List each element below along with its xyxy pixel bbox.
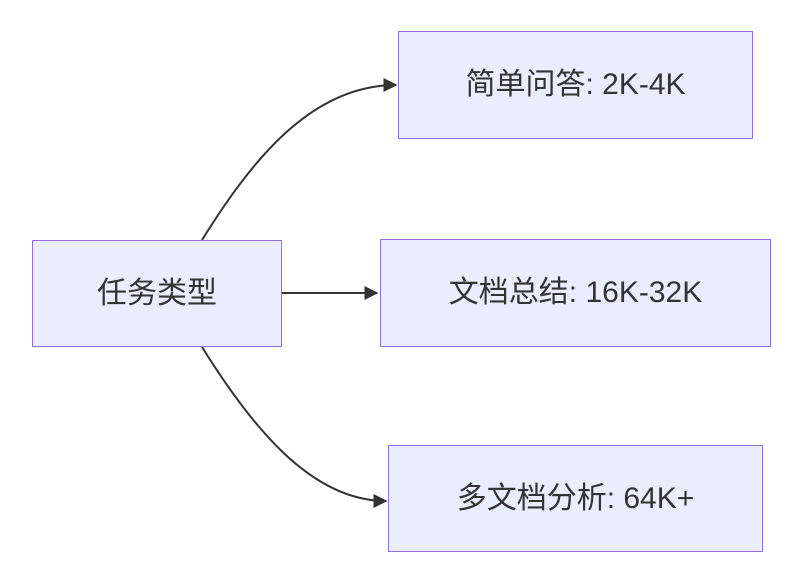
node-multi-doc-analysis-label: 多文档分析: 64K+: [456, 481, 695, 515]
edge-root-to-branch-top: [201, 78, 398, 241]
node-simple-qa-label: 简单问答: 2K-4K: [465, 68, 686, 101]
node-doc-summary-label: 文档总结: 16K-32K: [448, 276, 703, 309]
node-task-type-label: 任务类型: [97, 276, 217, 310]
node-simple-qa: 简单问答: 2K-4K: [398, 31, 753, 139]
edge-root-to-branch-bottom: [201, 346, 388, 508]
node-multi-doc-analysis: 多文档分析: 64K+: [388, 445, 763, 552]
node-task-type: 任务类型: [32, 240, 282, 347]
node-doc-summary: 文档总结: 16K-32K: [380, 239, 771, 347]
